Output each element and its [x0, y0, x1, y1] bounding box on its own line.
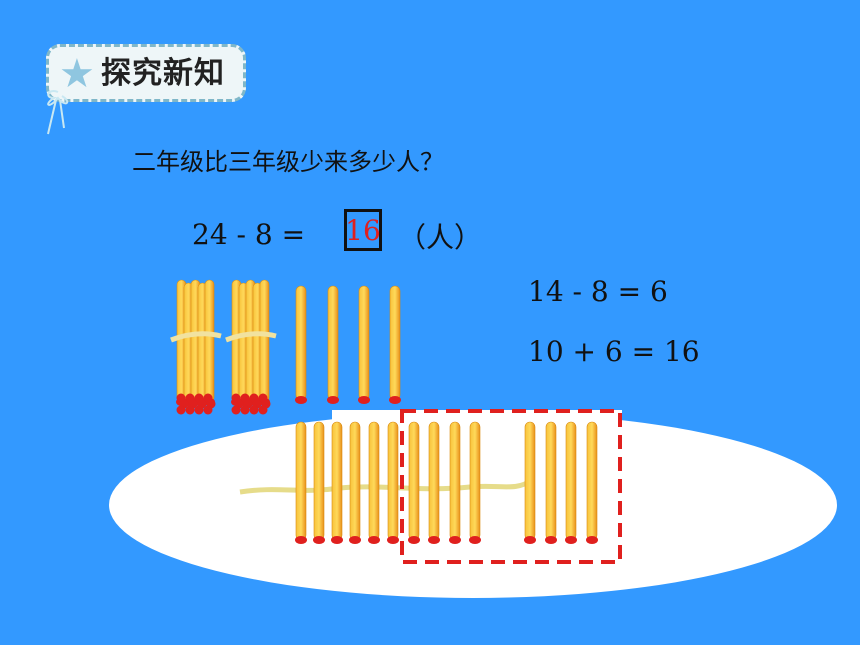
- stick-bundle: [225, 279, 277, 415]
- stick-tip: [295, 396, 307, 404]
- stick-tip: [185, 405, 195, 415]
- loose-sticks-top: [295, 285, 401, 404]
- stick-tip: [231, 405, 241, 415]
- stick-tip: [313, 536, 325, 544]
- stick-tip: [194, 405, 204, 415]
- stick-tip: [258, 405, 268, 415]
- stick-tip: [469, 536, 481, 544]
- stick: [259, 279, 270, 403]
- stick-tip: [428, 536, 440, 544]
- bundle-string: [170, 331, 222, 343]
- ribbon-icon: [47, 90, 69, 135]
- stick-tip: [387, 536, 399, 544]
- stick: [313, 421, 325, 541]
- stick: [408, 421, 420, 541]
- stick: [368, 421, 380, 541]
- stick: [545, 421, 557, 541]
- stick-tip: [368, 536, 380, 544]
- stick: [389, 285, 401, 401]
- stick-tip: [449, 536, 461, 544]
- dashed-highlight-box: [400, 409, 622, 564]
- star-icon: ★: [59, 51, 95, 97]
- stick-tip: [586, 536, 598, 544]
- stick-tip: [545, 536, 557, 544]
- stick: [449, 421, 461, 541]
- stick: [387, 421, 399, 541]
- stick-tip: [408, 536, 420, 544]
- stick-bundle: [170, 279, 222, 415]
- main-equation: 24 - 8 =: [192, 218, 306, 251]
- stick-tip: [331, 536, 343, 544]
- stick-tip: [176, 405, 186, 415]
- loose-sticks-bottom: [295, 421, 598, 544]
- answer-value: 16: [345, 214, 381, 247]
- equation-step-1: 14 - 8 = 6: [528, 275, 668, 308]
- stick-tip: [249, 405, 259, 415]
- bundle-string: [225, 331, 277, 343]
- stick: [358, 285, 370, 401]
- stick: [586, 421, 598, 541]
- stick: [469, 421, 481, 541]
- stick: [327, 285, 339, 401]
- equation-step-2: 10 + 6 = 16: [528, 335, 700, 368]
- section-badge: ★ 探究新知: [46, 44, 246, 102]
- stick-tip: [203, 405, 213, 415]
- stick: [295, 421, 307, 541]
- answer-box: [344, 209, 382, 251]
- stick-tip: [295, 536, 307, 544]
- stick: [204, 279, 215, 403]
- stick-tip: [327, 396, 339, 404]
- stick: [331, 421, 343, 541]
- stick-tip: [358, 396, 370, 404]
- stick: [565, 421, 577, 541]
- answer-unit: （人）: [398, 221, 483, 254]
- question-text: 二年级比三年级少来多少人？: [132, 148, 444, 176]
- stick-tip: [349, 536, 361, 544]
- stick-tip: [524, 536, 536, 544]
- stick: [428, 421, 440, 541]
- stick-tip: [240, 405, 250, 415]
- stick: [524, 421, 536, 541]
- stick-tip: [389, 396, 401, 404]
- section-title: 探究新知: [101, 56, 225, 91]
- stick: [295, 285, 307, 401]
- stick-tip: [565, 536, 577, 544]
- stick: [349, 421, 361, 541]
